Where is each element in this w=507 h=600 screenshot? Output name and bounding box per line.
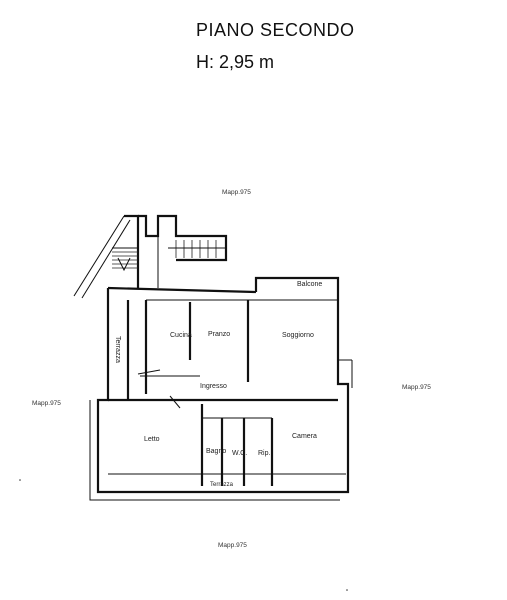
room-label-terrazza-bottom: Terrazza — [210, 482, 234, 488]
ceiling-height: H: 2,95 m — [196, 52, 275, 72]
outer-walls — [89, 276, 353, 501]
room-label-camera: Camera — [292, 433, 317, 440]
neighbor-label-right: Mapp.975 — [402, 384, 431, 391]
neighbor-label-bottom: Mapp.975 — [218, 542, 247, 549]
stairwell-left — [73, 214, 140, 299]
neighbor-label-left: Mapp.975 — [32, 400, 61, 407]
stairwell-center — [138, 214, 228, 288]
room-label-cucina: Cucina — [170, 332, 192, 339]
room-label-letto: Letto — [144, 436, 160, 443]
room-label-ingresso: Ingresso — [200, 383, 227, 390]
room-label-bagno: Bagno — [206, 448, 226, 455]
room-label-balcone: Balcone — [297, 281, 322, 288]
room-label-terrazza-left: Terrazza — [114, 336, 121, 363]
room-label-soggiorno: Soggiorno — [282, 332, 314, 339]
scan-mark — [346, 589, 348, 591]
neighbor-label-top: Mapp.975 — [222, 189, 251, 196]
room-label-wc: W.C. — [232, 450, 247, 457]
room-label-rip: Rip. — [258, 450, 271, 457]
room-label-pranzo: Pranzo — [208, 331, 230, 338]
interior-walls — [108, 299, 346, 486]
plan-title: PIANO SECONDO — [196, 20, 355, 40]
scan-mark — [19, 479, 21, 481]
